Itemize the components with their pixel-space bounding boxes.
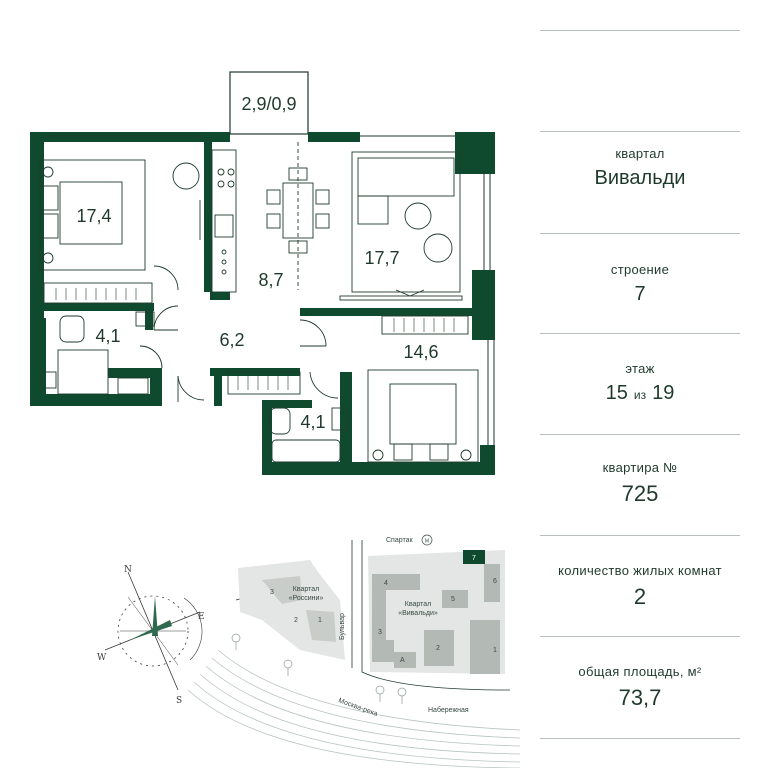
info-apartment: квартира № 725 <box>540 460 740 507</box>
room-area-bath-2: 4,1 <box>300 412 325 432</box>
balcony <box>229 71 309 135</box>
compass-e: E <box>198 612 205 622</box>
quarter-value: Вивальди <box>594 167 686 189</box>
separator <box>540 131 740 132</box>
map-building-number: 3 <box>270 589 274 596</box>
rooms-value: 2 <box>633 584 647 609</box>
map-building-number: А <box>400 657 405 664</box>
map-quarter-1-l1: Квартал <box>293 586 319 593</box>
floor-label: этаж <box>625 361 655 376</box>
floor-total: 19 <box>652 382 675 404</box>
room-area-bedroom-2: 14,6 <box>403 342 438 362</box>
room-area-hall: 6,2 <box>219 330 244 350</box>
svg-text:7: 7 <box>472 555 476 562</box>
map-embankment: Набережная <box>428 706 469 714</box>
area-value: 73,7 <box>618 685 662 710</box>
info-building: строение 7 <box>540 262 740 306</box>
separator <box>540 434 740 435</box>
river-lines <box>187 649 520 768</box>
building-highlight <box>463 550 485 564</box>
compass-s: S <box>176 696 182 706</box>
dining-table <box>266 142 330 290</box>
quarter-label: квартал <box>615 146 665 161</box>
tree-icons <box>231 633 407 704</box>
separator <box>540 738 740 739</box>
map-quarter-1-l2: «Россини» <box>289 595 324 602</box>
map-building-number: 3 <box>378 629 382 636</box>
bathroom-fixtures <box>41 311 349 463</box>
map-quarter-2-l1: Квартал <box>405 601 431 608</box>
area-label: общая площадь, м² <box>578 664 702 679</box>
bedroom-2-furniture <box>227 315 479 463</box>
map-building-number: 1 <box>493 647 497 654</box>
bedroom-1-furniture <box>39 159 200 304</box>
separator <box>540 333 740 334</box>
room-area-bedroom-1: 17,4 <box>76 206 111 226</box>
apartment-value: 725 <box>621 481 659 506</box>
separator <box>540 535 740 536</box>
svg-text:М: М <box>425 539 429 545</box>
outer-walls <box>30 132 495 475</box>
separator <box>540 30 740 31</box>
room-area-kitchen: 8,7 <box>258 270 283 290</box>
map-building-number: 5 <box>451 596 455 603</box>
compass-w: W <box>97 653 107 663</box>
map-quarter-2-l2: «Вивальди» <box>398 610 438 617</box>
apartment-label: квартира № <box>602 460 678 475</box>
metro-icon <box>421 534 433 546</box>
compass-n: N <box>124 565 132 575</box>
room-area-living: 17,7 <box>364 248 399 268</box>
floor-plan: 2,9/0,9 <box>30 71 520 768</box>
separator <box>540 636 740 637</box>
compass-rose <box>104 571 203 691</box>
rooms-label: количество жилых комнат <box>558 563 722 578</box>
kitchen-counter <box>199 149 237 293</box>
map-building-number: 2 <box>436 645 440 652</box>
info-rooms: количество жилых комнат 2 <box>540 563 740 610</box>
map-building-number: 2 <box>294 617 298 624</box>
map-building-number: 6 <box>493 578 497 585</box>
floor-of: из <box>633 388 647 402</box>
info-area: общая площадь, м² 73,7 <box>540 664 740 711</box>
building-value: 7 <box>634 283 646 305</box>
info-quarter: квартал Вивальди <box>540 146 740 190</box>
separator <box>540 233 740 234</box>
map-metro: Спартак <box>386 537 413 544</box>
location-map: 7 4 5 6 1 2 3 А 1 2 3 Квартал «Россини» … <box>187 534 520 768</box>
map-boulevard: Бульвар <box>339 613 346 640</box>
floor-value: 15 <box>605 382 628 404</box>
map-building-number: 4 <box>384 580 388 587</box>
room-area-bath-1: 4,1 <box>95 326 120 346</box>
room-area-balcony: 2,9/0,9 <box>241 94 296 114</box>
map-building-number: 1 <box>318 617 322 624</box>
living-furniture <box>339 151 463 301</box>
info-floor: этаж 15 из 19 <box>540 361 740 405</box>
building-label: строение <box>610 262 670 277</box>
